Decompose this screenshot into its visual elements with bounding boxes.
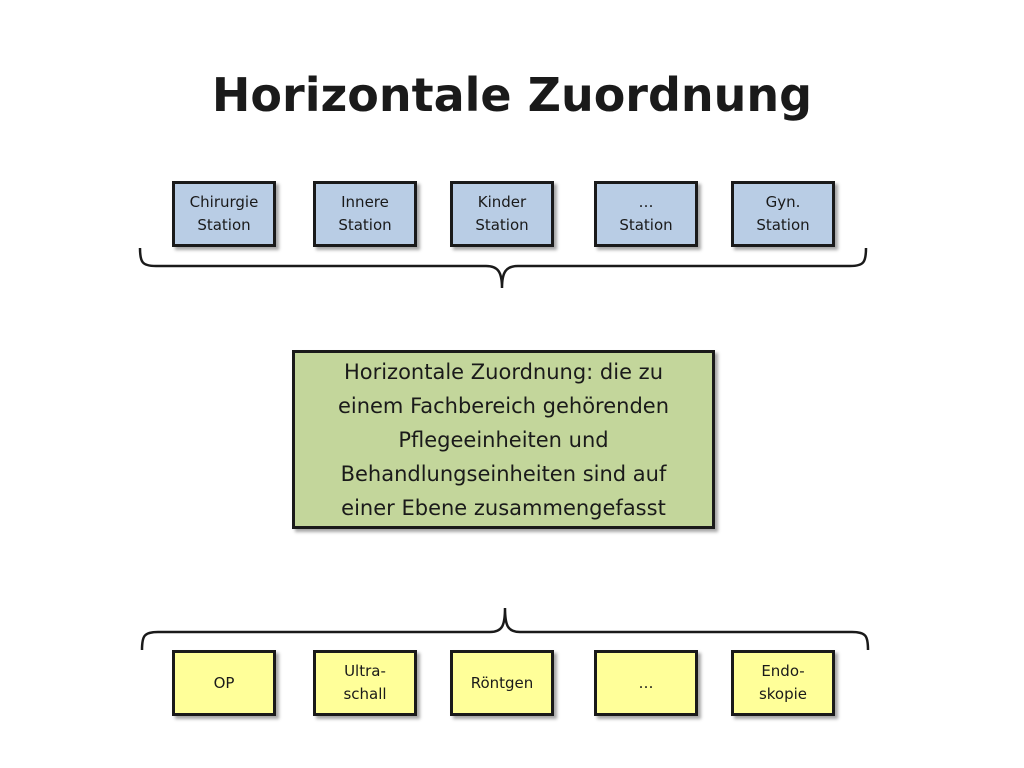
unit-box-ultraschall: Ultra- schall <box>313 650 417 716</box>
station-box-chirurgie: Chirurgie Station <box>172 181 276 247</box>
definition-box: Horizontale Zuordnung: die zu einem Fach… <box>292 350 715 529</box>
station-box-other: … Station <box>594 181 698 247</box>
station-box-kinder: Kinder Station <box>450 181 554 247</box>
slide-title: Horizontale Zuordnung <box>211 68 813 122</box>
unit-box-op: OP <box>172 650 276 716</box>
unit-box-other: … <box>594 650 698 716</box>
station-box-innere: Innere Station <box>313 181 417 247</box>
station-box-gyn: Gyn. Station <box>731 181 835 247</box>
unit-box-endoskopie: Endo- skopie <box>731 650 835 716</box>
unit-box-roentgen: Röntgen <box>450 650 554 716</box>
